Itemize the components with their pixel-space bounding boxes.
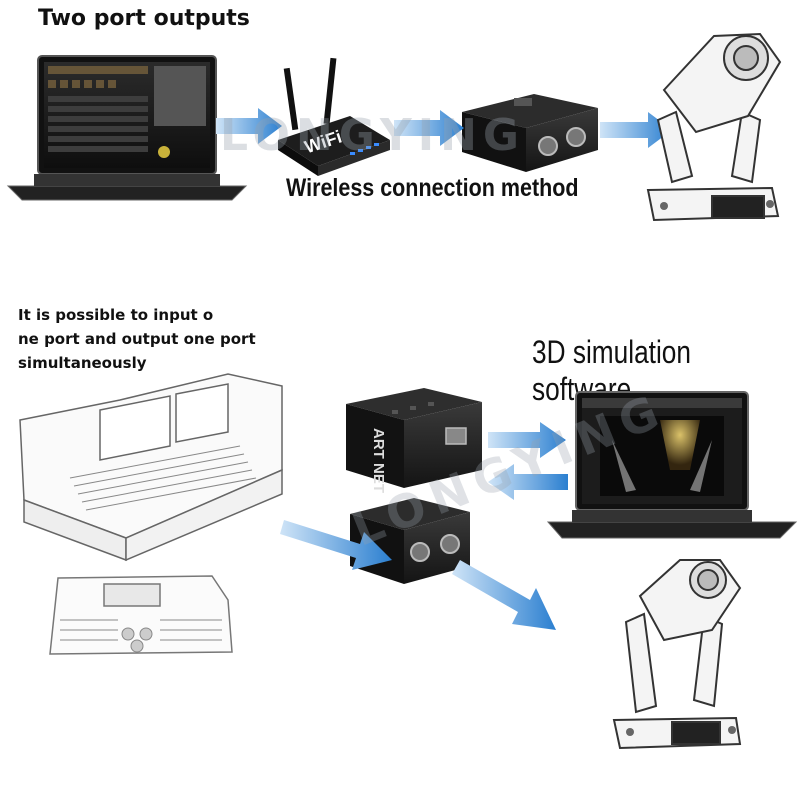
arrow-node-to-laptop [488, 422, 566, 458]
lighting-console-large [19, 373, 283, 562]
description-line-2: ne port and output one port [18, 330, 256, 348]
top-arrow-3 [600, 112, 672, 148]
lighting-console-small [49, 575, 233, 655]
wireless-caption: Wireless connection method [286, 174, 579, 202]
description-line-3: simultaneously [18, 354, 147, 372]
arrow-console-to-node [280, 520, 392, 570]
top-title: Two port outputs [38, 6, 250, 31]
watermark-top: LONGYING [220, 110, 525, 161]
arrow-node-to-light [452, 560, 556, 630]
moving-head-light-top [646, 32, 782, 222]
arrow-laptop-to-node [488, 464, 568, 500]
description-line-1: It is possible to input o [18, 306, 214, 324]
top-arrow-1 [216, 108, 282, 144]
wifi-router: WiFi [278, 57, 390, 176]
software-title: 3D simulation software [532, 334, 691, 407]
simulation-laptop [546, 391, 798, 539]
console-laptop [6, 55, 248, 201]
top-arrow-2 [394, 110, 464, 146]
dmx-node-lower [350, 498, 470, 584]
dmx-node-top [462, 94, 598, 172]
artnet-node-upper: ART NET [346, 388, 482, 493]
artnet-label: ART NET [370, 428, 387, 493]
moving-head-light-bottom [612, 559, 742, 750]
